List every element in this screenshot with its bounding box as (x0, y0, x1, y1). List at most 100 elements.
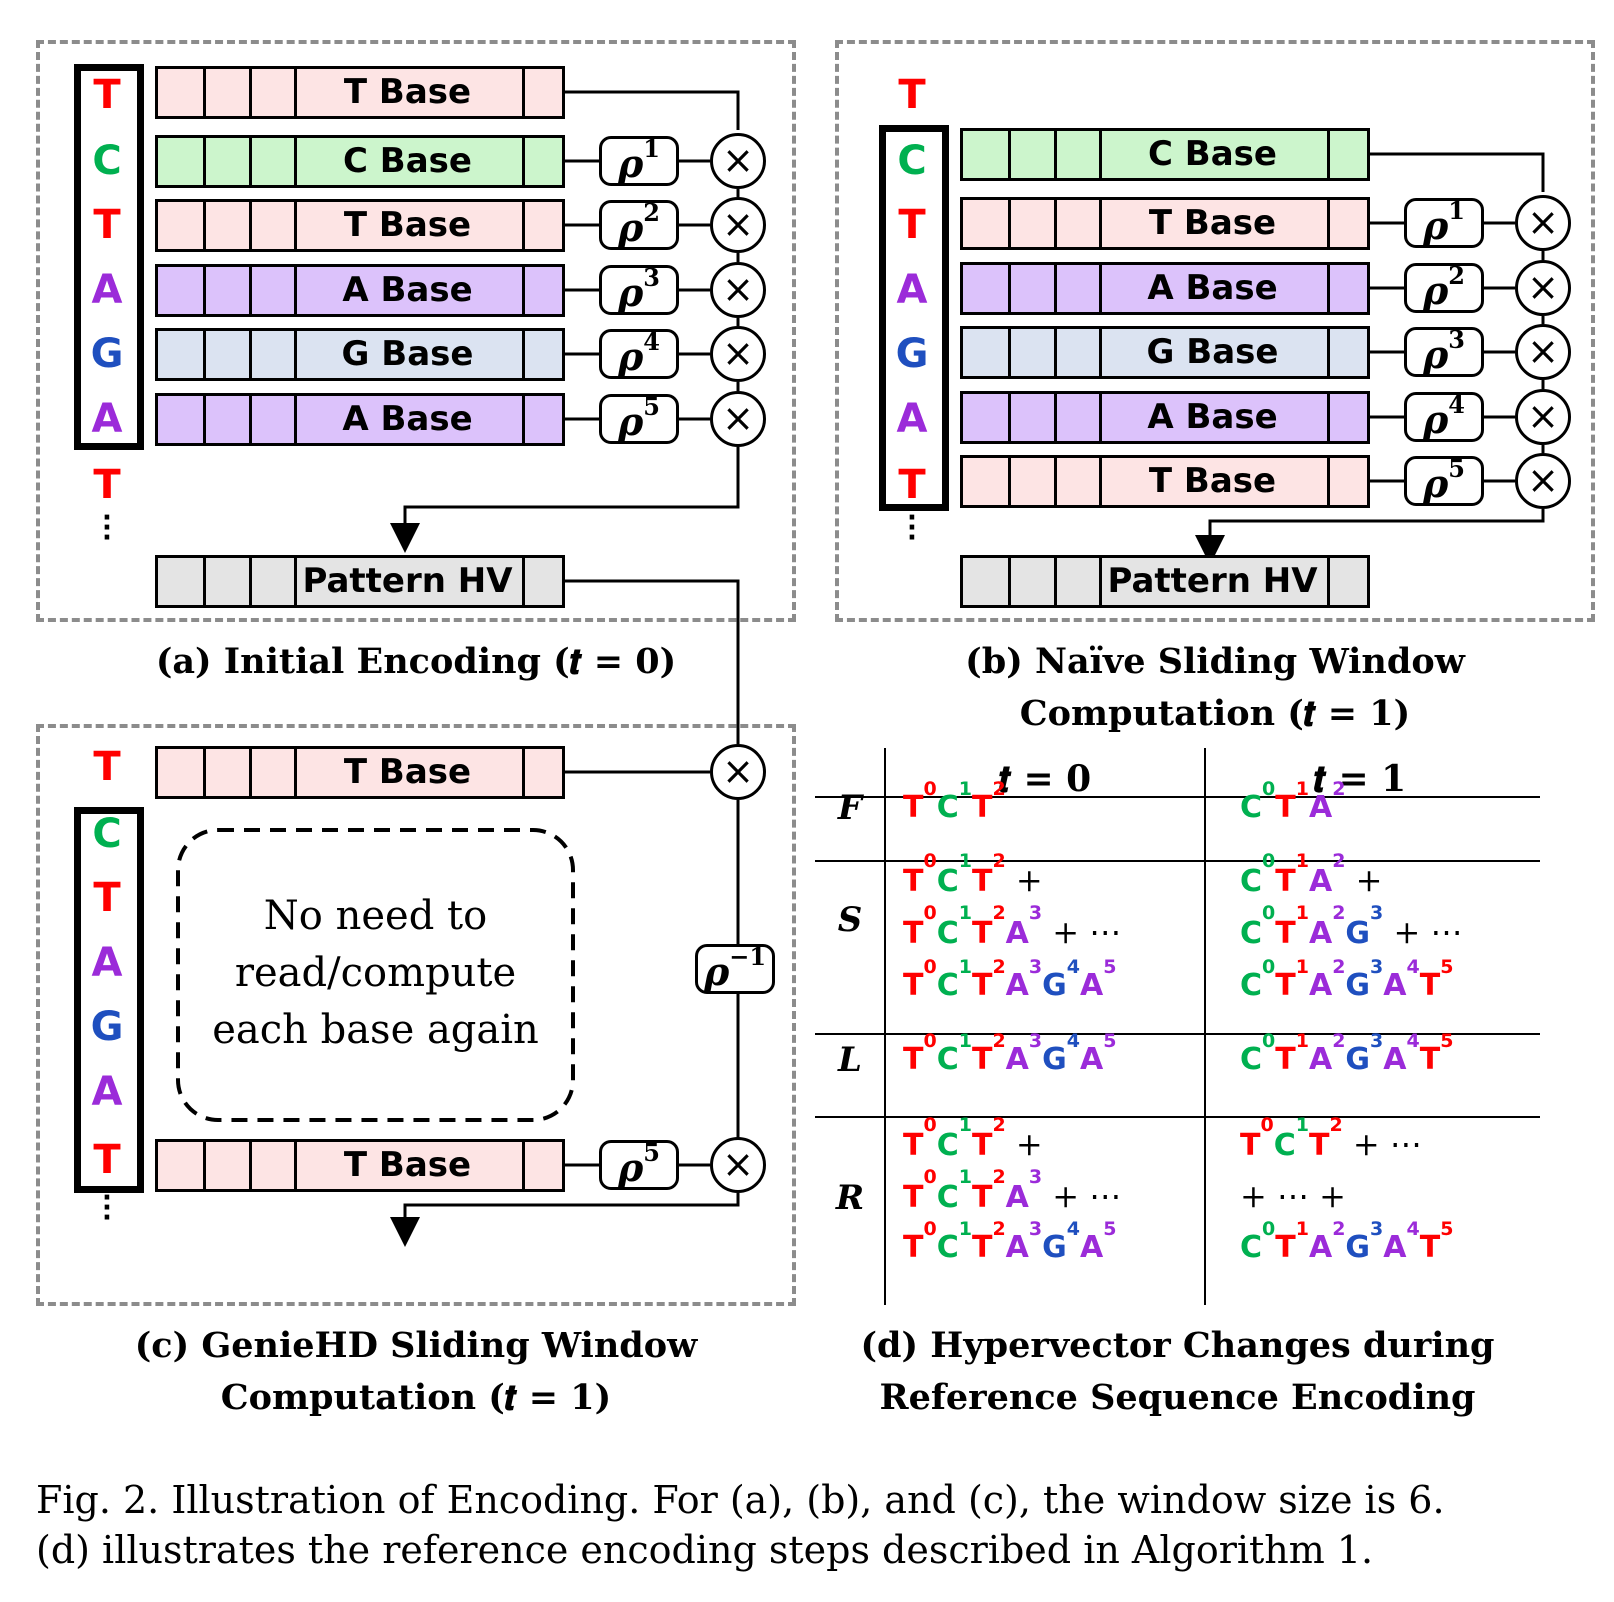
base-hypervector-bar: T Base (155, 1139, 565, 1192)
bar-label: Pattern HV (302, 561, 513, 601)
bar-cell-divider (203, 331, 206, 378)
rho-exponent: 4 (643, 327, 660, 356)
rho-exponent: 2 (1448, 261, 1465, 290)
bar-cell-divider (1054, 394, 1057, 441)
bar-cell-divider (1054, 329, 1057, 376)
bar-cell-divider (249, 1142, 252, 1189)
panel-b-frame (835, 40, 1595, 622)
table-lines (815, 748, 1540, 1305)
bar-cell-divider (1327, 458, 1330, 505)
panel-a-frame (36, 40, 796, 622)
rho-permutation-box: ρ4 (1404, 390, 1484, 442)
rho-permutation-box: ρ2 (1404, 261, 1484, 313)
sequence-letter: T (93, 202, 121, 248)
row-label: S (837, 900, 863, 940)
column-header-t1: 𝒕 = 𝟏 (1313, 758, 1407, 800)
bar-cell-divider (522, 331, 525, 378)
sequence-letter: C (92, 138, 122, 184)
bar-label: A Base (1147, 268, 1278, 308)
rho-exponent: 5 (643, 392, 660, 421)
expression-t0: T0C1T2A3G4A5 (903, 1030, 1117, 1077)
bar-cell-divider (522, 69, 525, 116)
bar-cell-divider (203, 267, 206, 314)
multiply-icon: × (710, 1137, 766, 1193)
bar-label: T Base (343, 1145, 472, 1185)
expression-t1: C0T1A2G3A4T5 (1240, 956, 1454, 1003)
base-hypervector-bar: T Base (960, 197, 1370, 250)
bar-cell-divider (294, 749, 297, 796)
rho-exponent: 1 (1448, 196, 1465, 225)
rho-permutation-box: ρ3 (599, 263, 679, 315)
bar-cell-divider (522, 396, 525, 443)
sequence-letter: T (93, 72, 121, 118)
multiply-icon: × (1515, 324, 1571, 380)
base-hypervector-bar: A Base (960, 391, 1370, 444)
sequence-letter: T (93, 875, 121, 921)
bar-cell-divider (522, 558, 525, 605)
base-hypervector-bar: C Base (155, 135, 565, 188)
expression-t1: C0T1A2 + (1240, 850, 1383, 899)
caption-a: (a) Initial Encoding (𝒕 = 𝟎) (155, 641, 677, 682)
expression-t0: T0C1T2A3G4A5 (903, 956, 1117, 1003)
bar-cell-divider (1327, 558, 1330, 605)
expression-t1: C0T1A2 (1240, 778, 1346, 825)
rho-permutation-box: ρ5 (599, 1138, 679, 1190)
bar-label: A Base (342, 399, 473, 439)
sequence-letter: T (93, 1137, 121, 1183)
bar-cell-divider (249, 396, 252, 443)
base-hypervector-bar: T Base (155, 199, 565, 252)
sequence-letter: T (898, 462, 926, 508)
multiply-icon: × (710, 133, 766, 189)
rho-exponent: −1 (729, 942, 767, 971)
row-label: L (838, 1040, 862, 1080)
rho-permutation-box: ρ3 (1404, 325, 1484, 377)
bar-cell-divider (522, 267, 525, 314)
no-recompute-note: No need to read/compute each base again (212, 893, 539, 1053)
multiply-icon: × (710, 262, 766, 318)
bar-cell-divider (1327, 200, 1330, 247)
expression-t1: C0T1A2G3 + ⋯ (1240, 902, 1463, 951)
bar-cell-divider (522, 749, 525, 796)
expression-t1: C0T1A2G3A4T5 (1240, 1218, 1454, 1265)
figure-caption: Fig. 2. Illustration of Encoding. For (a… (36, 1478, 1445, 1572)
bar-cell-divider (1099, 200, 1102, 247)
sequence-letter: A (896, 267, 928, 313)
sequence-letter: A (91, 940, 123, 986)
sequence-letter: G (90, 331, 124, 377)
bar-label: Pattern HV (1107, 561, 1318, 601)
rho-exponent: 3 (1448, 325, 1465, 354)
bar-cell-divider (1008, 265, 1011, 312)
bar-cell-divider (203, 396, 206, 443)
base-hypervector-bar: G Base (155, 328, 565, 381)
rho-exponent: 5 (1448, 454, 1465, 483)
rho-exponent: 2 (643, 198, 660, 227)
bar-cell-divider (1054, 458, 1057, 505)
expression-t1: + ⋯ + (1240, 1177, 1346, 1215)
rho-permutation-box: ρ5 (1404, 454, 1484, 506)
multiply-icon: × (1515, 260, 1571, 316)
bar-cell-divider (249, 749, 252, 796)
bar-cell-divider (249, 267, 252, 314)
bar-cell-divider (249, 202, 252, 249)
bar-cell-divider (294, 331, 297, 378)
rho-exponent: 4 (1448, 390, 1465, 419)
row-label: R (835, 1178, 865, 1218)
bar-cell-divider (294, 69, 297, 116)
rho-permutation-box: ρ−1 (695, 942, 775, 994)
bar-cell-divider (1099, 131, 1102, 178)
sliding-window-box (74, 807, 144, 1193)
rho-exponent: 5 (643, 1138, 660, 1167)
bar-label: A Base (1147, 397, 1278, 437)
wire-a-top (565, 90, 740, 130)
bar-cell-divider (1008, 200, 1011, 247)
bar-cell-divider (294, 558, 297, 605)
sliding-window-box (74, 64, 144, 450)
multiply-icon: × (1515, 453, 1571, 509)
bar-cell-divider (294, 202, 297, 249)
bar-cell-divider (1099, 394, 1102, 441)
bar-cell-divider (1054, 265, 1057, 312)
expression-t0: T0C1T2A3 + ⋯ (903, 1166, 1122, 1215)
multiply-icon: × (1515, 195, 1571, 251)
rho-exponent: 3 (643, 263, 660, 292)
